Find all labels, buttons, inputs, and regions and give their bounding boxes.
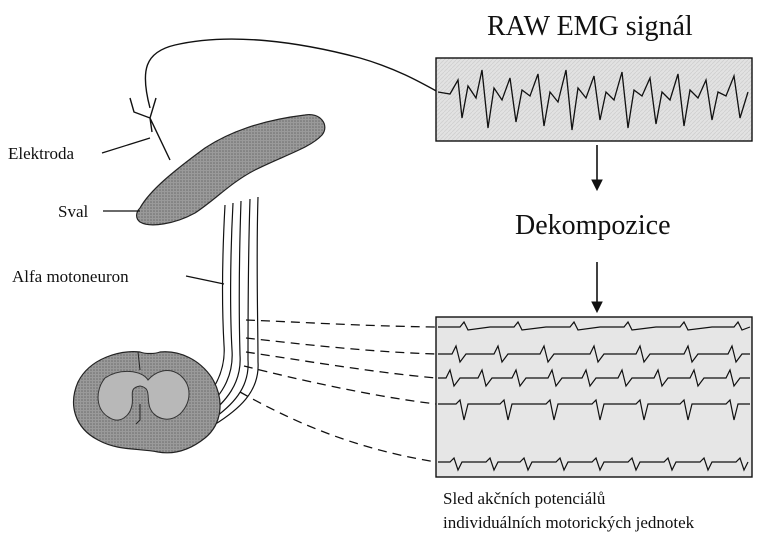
decomposition-title: Dekompozice bbox=[515, 212, 671, 240]
caption-line-1: Sled akčních potenciálů bbox=[443, 490, 605, 507]
dashed-connectors bbox=[240, 320, 436, 462]
caption-line-2: individuálních motorických jednotek bbox=[443, 514, 694, 531]
raw-emg-title: RAW EMG signál bbox=[487, 13, 693, 41]
motoneuron-leader bbox=[186, 276, 224, 284]
electrode-label: Elektroda bbox=[8, 145, 74, 162]
muscle-label: Sval bbox=[58, 203, 88, 220]
spinal-cord bbox=[74, 352, 220, 453]
raw-emg-panel bbox=[436, 58, 752, 141]
electrode-leader bbox=[102, 138, 150, 153]
motoneuron-label: Alfa motoneuron bbox=[12, 268, 129, 285]
muscle-shape bbox=[137, 115, 325, 225]
motor-unit-panel bbox=[436, 317, 752, 477]
electrode-wire bbox=[145, 39, 438, 108]
